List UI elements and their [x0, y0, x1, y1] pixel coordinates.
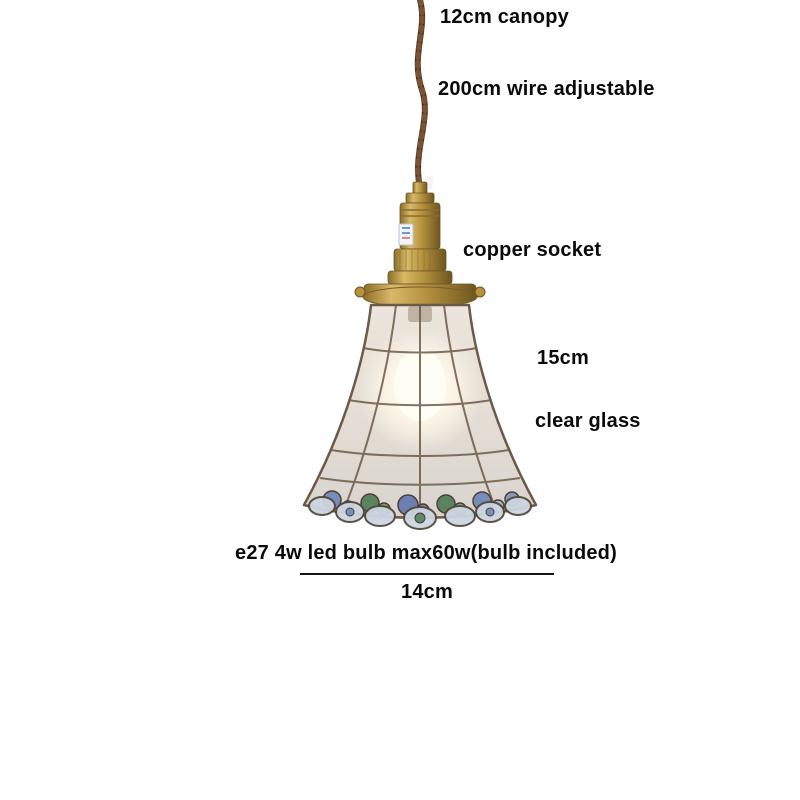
pendant-lamp-illustration	[302, 0, 538, 530]
socket-sticker	[398, 223, 414, 246]
label-bulb-spec: e27 4w led bulb max60w(bulb included)	[235, 542, 617, 564]
label-wire: 200cm wire adjustable	[438, 78, 655, 100]
width-measure-line	[300, 573, 554, 575]
glass-shade-graphic	[302, 303, 538, 530]
label-clear-glass: clear glass	[535, 410, 641, 432]
side-screw-left	[354, 286, 366, 298]
side-screw-right	[474, 286, 486, 298]
copper-socket-graphic	[354, 181, 486, 308]
label-socket: copper socket	[463, 239, 602, 261]
label-shade-width: 14cm	[401, 581, 453, 603]
wire-cord-graphic	[414, 0, 434, 191]
label-shade-height: 15cm	[537, 347, 589, 369]
label-canopy: 12cm canopy	[440, 6, 569, 28]
